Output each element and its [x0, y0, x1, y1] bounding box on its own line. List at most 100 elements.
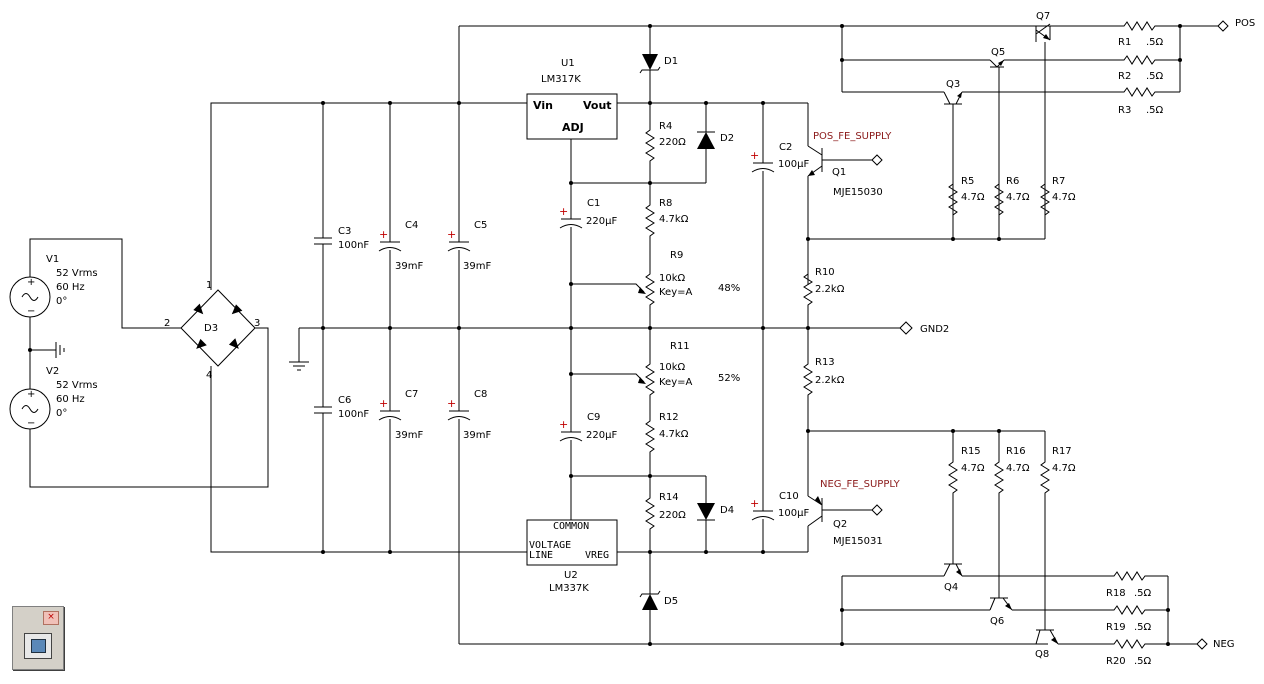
- minimized-window[interactable]: ×: [12, 606, 64, 670]
- resistor-r10[interactable]: R10 2.2kΩ: [803, 239, 845, 328]
- q8-ref: Q8: [1035, 649, 1049, 660]
- q2-ref: Q2: [833, 519, 847, 530]
- close-icon[interactable]: ×: [43, 611, 59, 625]
- resistor-r12[interactable]: R12 4.7kΩ: [645, 398, 689, 476]
- resistor-r4[interactable]: R4 220Ω: [645, 103, 686, 183]
- r7-value: 4.7Ω: [1052, 192, 1076, 203]
- r8-value: 4.7kΩ: [659, 214, 689, 225]
- capacitor-c8[interactable]: + C8 39mF: [447, 328, 491, 644]
- c3-ref: C3: [338, 226, 351, 237]
- capacitor-c3[interactable]: C3 100nF: [313, 103, 369, 328]
- potentiometer-r9[interactable]: R9 10kΩ Key=A 48%: [571, 250, 740, 328]
- resistor-r7[interactable]: R7 4.7Ω: [1040, 176, 1076, 219]
- window-icon[interactable]: [24, 633, 52, 659]
- c8-ref: C8: [474, 389, 487, 400]
- r4-ref: R4: [659, 121, 672, 132]
- c6-ref: C6: [338, 395, 351, 406]
- resistor-r18[interactable]: R18 .5Ω: [1106, 571, 1152, 599]
- r2-ref: R2: [1118, 71, 1131, 82]
- capacitor-c1[interactable]: + C1 220µF: [559, 183, 617, 328]
- resistor-r2[interactable]: R2 .5Ω: [1118, 55, 1164, 82]
- ac-source-v1[interactable]: + − V1 52 Vrms 60 Hz 0°: [9, 254, 98, 318]
- transistor-q7[interactable]: Q7: [1035, 11, 1051, 239]
- diode-d4[interactable]: D4: [697, 476, 734, 552]
- zener-diode-d1[interactable]: D1: [639, 26, 678, 103]
- u2-part: LM337K: [549, 583, 589, 594]
- v2-ref: V2: [46, 366, 59, 377]
- transistor-q5[interactable]: Q5: [989, 47, 1120, 239]
- capacitor-c9[interactable]: + C9 220µF: [559, 328, 617, 476]
- svg-text:+: +: [379, 228, 388, 241]
- d3-pin2: 2: [164, 318, 170, 329]
- c7-ref: C7: [405, 389, 418, 400]
- r20-ref: R20: [1106, 656, 1126, 667]
- capacitor-c7[interactable]: + C7 39mF: [378, 328, 423, 552]
- resistor-r1[interactable]: R1 .5Ω: [1118, 21, 1164, 48]
- r16-ref: R16: [1006, 446, 1026, 457]
- d5-ref: D5: [664, 596, 678, 607]
- resistor-r5[interactable]: R5 4.7Ω: [948, 176, 985, 219]
- u1-ref: U1: [561, 58, 575, 69]
- resistor-r20[interactable]: R20 .5Ω: [1106, 639, 1152, 667]
- resistor-r13[interactable]: R13 2.2kΩ: [803, 328, 845, 431]
- resistor-r16[interactable]: R16 4.7Ω: [994, 446, 1030, 497]
- r18-value: .5Ω: [1134, 588, 1152, 599]
- d1-ref: D1: [664, 56, 678, 67]
- capacitor-c5[interactable]: + C5 39mF: [447, 26, 491, 328]
- svg-text:+: +: [447, 397, 456, 410]
- c6-value: 100nF: [338, 409, 369, 420]
- capacitor-c6[interactable]: C6 100nF: [313, 328, 369, 552]
- u2-line-pin: LINE: [529, 550, 553, 561]
- regulator-u2[interactable]: COMMON VOLTAGE LINE VREG U2 LM337K: [526, 519, 618, 594]
- svg-text:+: +: [559, 205, 568, 218]
- transistor-q2[interactable]: Q2 MJE15031: [807, 431, 883, 552]
- resistor-r15[interactable]: R15 4.7Ω: [948, 446, 985, 497]
- r13-ref: R13: [815, 357, 835, 368]
- r12-ref: R12: [659, 412, 679, 423]
- c3-value: 100nF: [338, 240, 369, 251]
- diode-d2[interactable]: D2: [697, 103, 734, 183]
- r11-key: Key=A: [659, 377, 693, 388]
- c5-ref: C5: [474, 220, 487, 231]
- zener-diode-d5[interactable]: D5: [639, 552, 678, 644]
- neg-fe-supply-label: NEG_FE_SUPPLY: [820, 479, 901, 490]
- resistor-r17[interactable]: R17 4.7Ω: [1040, 446, 1076, 497]
- regulator-u1[interactable]: Vin Vout ADJ U1 LM317K: [526, 58, 618, 140]
- q6-ref: Q6: [990, 616, 1004, 627]
- d3-pin3: 3: [254, 318, 260, 329]
- r9-value: 10kΩ: [659, 273, 686, 284]
- capacitor-c10[interactable]: + C10 100µF: [750, 328, 809, 552]
- capacitor-c4[interactable]: + C4 39mF: [378, 103, 423, 328]
- potentiometer-r11[interactable]: R11 10kΩ Key=A 52%: [571, 328, 740, 399]
- r11-ref: R11: [670, 341, 690, 352]
- transistor-q8[interactable]: Q8: [1035, 496, 1110, 660]
- transistor-q4[interactable]: Q4: [943, 496, 1110, 593]
- v1-phase: 0°: [56, 296, 67, 307]
- v1-frequency: 60 Hz: [56, 282, 85, 293]
- svg-text:+: +: [447, 228, 456, 241]
- net-pos: POS: [1217, 18, 1255, 32]
- bridge-rectifier-d3[interactable]: D3 1 2 3 4: [164, 280, 260, 381]
- c8-value: 39mF: [463, 430, 491, 441]
- d3-pin1: 1: [206, 280, 212, 291]
- c5-value: 39mF: [463, 261, 491, 272]
- svg-text:+: +: [27, 389, 35, 400]
- resistor-r3[interactable]: R3 .5Ω: [1118, 87, 1164, 116]
- pos-label: POS: [1235, 18, 1255, 29]
- u2-voltage-label: VOLTAGE: [529, 540, 571, 551]
- v1-voltage: 52 Vrms: [56, 268, 98, 279]
- transistor-q3[interactable]: Q3: [943, 79, 1120, 239]
- u1-vin-pin: Vin: [533, 99, 553, 112]
- resistor-r8[interactable]: R8 4.7kΩ: [645, 183, 689, 270]
- transistor-q6[interactable]: Q6: [989, 496, 1110, 627]
- capacitor-c2[interactable]: + C2 100µF: [750, 103, 809, 328]
- resistor-r19[interactable]: R19 .5Ω: [1106, 605, 1152, 633]
- ac-source-v2[interactable]: + − V2 52 Vrms 60 Hz 0°: [9, 366, 98, 430]
- ground-symbol-main: [289, 328, 309, 371]
- resistor-r6[interactable]: R6 4.7Ω: [994, 176, 1030, 219]
- d3-pin4: 4: [206, 370, 212, 381]
- resistor-r14[interactable]: R14 220Ω: [645, 476, 686, 552]
- svg-text:+: +: [27, 277, 35, 288]
- r9-key: Key=A: [659, 287, 693, 298]
